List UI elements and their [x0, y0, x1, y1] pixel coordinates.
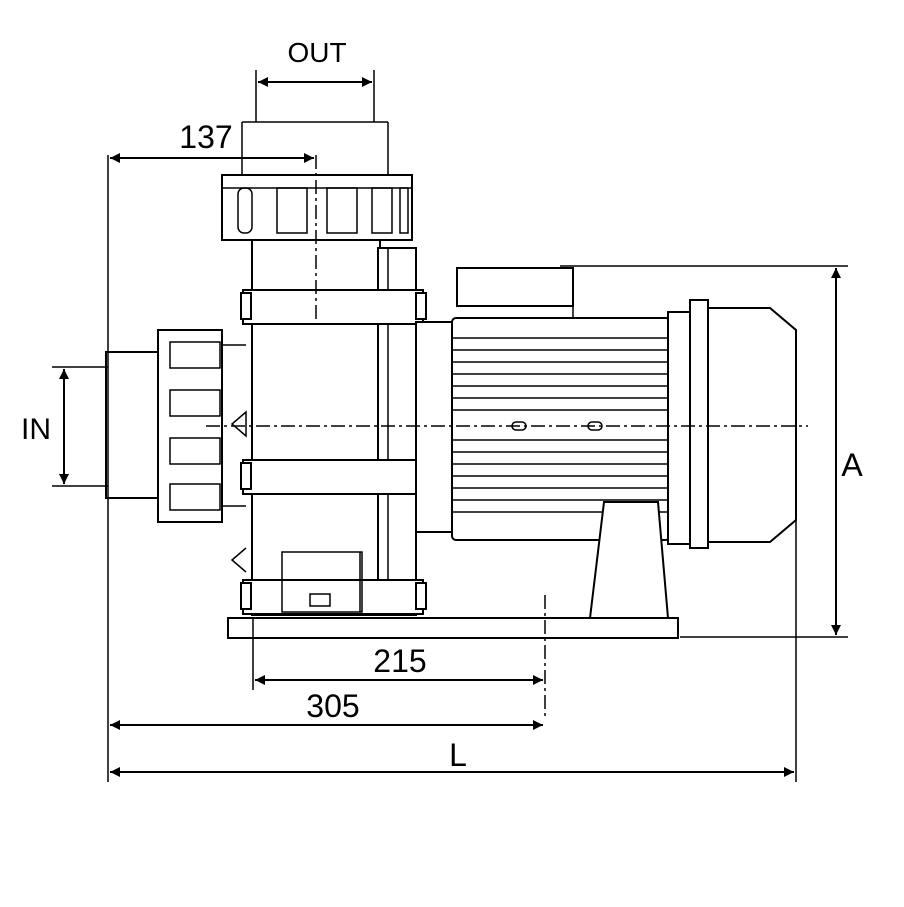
dimension-a: A — [831, 268, 863, 635]
dimension-215: 215 — [255, 643, 543, 685]
base-outer-value: 305 — [306, 688, 359, 724]
a-label: A — [841, 447, 863, 483]
base-plate — [227, 617, 679, 639]
dimension-in: IN — [21, 369, 69, 484]
dimension-137: 137 — [110, 119, 314, 163]
center-lines — [206, 155, 808, 720]
pump-body — [105, 174, 797, 639]
out-label: OUT — [287, 37, 346, 68]
dimension-l: L — [110, 737, 794, 777]
dimension-out: OUT — [258, 37, 372, 87]
outlet-offset-value: 137 — [179, 119, 232, 155]
base-inner-value: 215 — [373, 643, 426, 679]
inlet-union — [105, 329, 246, 523]
l-label: L — [449, 737, 467, 773]
in-label: IN — [21, 413, 51, 446]
pump-housing — [230, 239, 427, 616]
dimension-305: 305 — [110, 688, 543, 730]
outlet-union — [221, 174, 413, 241]
extension-lines — [52, 70, 848, 782]
motor — [415, 267, 797, 619]
